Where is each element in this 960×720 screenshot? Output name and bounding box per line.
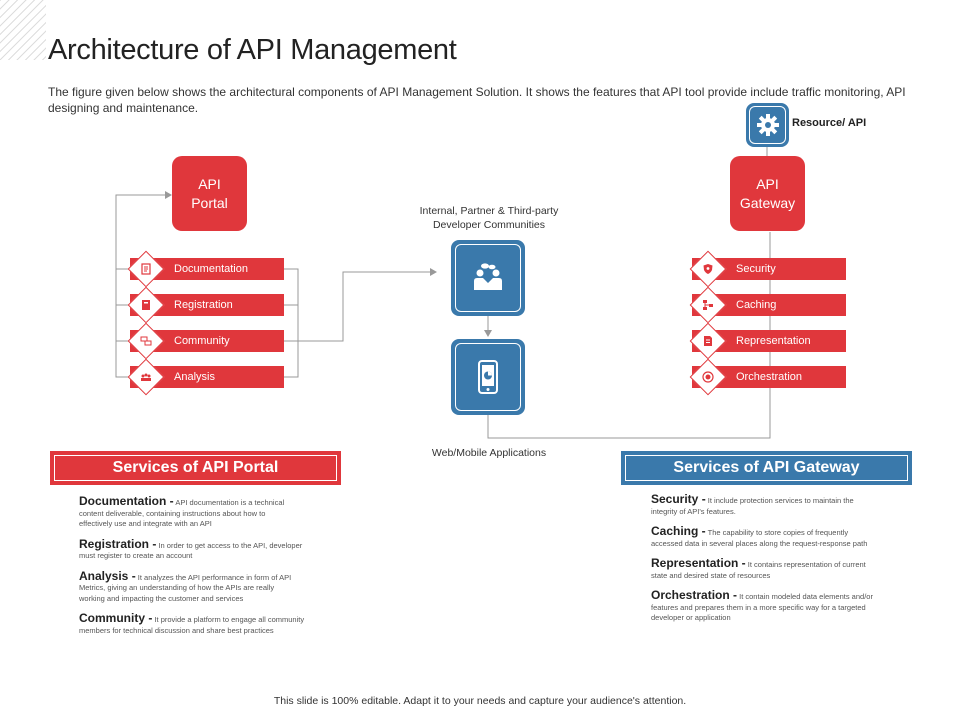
api-gateway-box: API Gateway	[730, 156, 805, 231]
communities-label-1: Internal, Partner & Third-party	[419, 205, 559, 217]
service-desc: It analyzes the API performance in form …	[137, 572, 292, 582]
service-term: Community -	[79, 611, 153, 625]
api-gateway-label-2: Gateway	[739, 194, 796, 211]
shield-icon	[695, 256, 721, 282]
gateway-service-security: Security - It include protection service…	[651, 492, 911, 517]
api-portal-label-1: API	[198, 175, 221, 192]
portal-item-label: Analysis	[174, 371, 215, 383]
service-term: Caching -	[651, 524, 706, 538]
corner-decoration	[0, 0, 46, 60]
api-gateway-label-1: API	[756, 175, 779, 192]
gateway-service-representation: Representation - It contains representat…	[651, 556, 911, 581]
gateway-service-caching: Caching - The capability to store copies…	[651, 524, 911, 549]
service-term: Registration -	[79, 536, 157, 551]
communities-label-2: Developer Communities	[432, 219, 546, 231]
apps-label: Web/Mobile Applications	[431, 447, 547, 459]
apps-box	[451, 339, 525, 415]
service-desc: content deliverable, containing instruct…	[79, 508, 266, 518]
registration-icon	[133, 292, 159, 318]
api-portal-label-2: Portal	[191, 194, 228, 211]
service-desc: integrity of API's features.	[651, 506, 736, 516]
service-desc: Metrics, giving an understanding of how …	[79, 583, 275, 592]
gateway-services-list: Security - It include protection service…	[651, 492, 911, 624]
service-desc: effectively use and integrate with an AP…	[79, 519, 212, 528]
service-term: Analysis -	[79, 568, 136, 583]
gateway-services-heading: Services of API Gateway	[621, 451, 912, 485]
gear-icon	[749, 106, 786, 144]
portal-item-label: Documentation	[174, 263, 248, 275]
handshake-icon	[455, 244, 521, 312]
service-desc: developer or application	[651, 613, 731, 622]
portal-services-heading-text: Services of API Portal	[54, 455, 337, 481]
mobile-icon	[455, 343, 521, 411]
gateway-services-heading-text: Services of API Gateway	[625, 455, 908, 481]
portal-service-documentation: Documentation - API documentation is a t…	[79, 494, 339, 530]
service-desc: The capability to store copies of freque…	[707, 528, 849, 537]
gateway-item-label: Caching	[736, 299, 777, 311]
gateway-item-label: Representation	[736, 335, 811, 347]
service-desc: accessed data in several places along th…	[651, 538, 868, 548]
portal-services-list: Documentation - API documentation is a t…	[79, 494, 339, 636]
service-term: Security -	[651, 492, 706, 506]
communities-label: Internal, Partner & Third-party Develope…	[400, 204, 578, 232]
footer-note: This slide is 100% editable. Adapt it to…	[273, 695, 687, 707]
service-desc: API documentation is a technical	[175, 498, 285, 507]
service-term: Documentation -	[79, 494, 174, 508]
gateway-item-label: Orchestration	[736, 371, 803, 383]
api-portal-box: API Portal	[172, 156, 247, 231]
gateway-item-caching: Caching	[692, 294, 846, 316]
gateway-service-orchestration: Orchestration - It contain modeled data …	[651, 588, 911, 624]
portal-item-registration: Registration	[130, 294, 284, 316]
portal-item-community: Community	[130, 330, 284, 352]
service-desc: It provide a platform to engage all comm…	[154, 615, 305, 624]
resource-label: Resource/ API	[792, 117, 867, 129]
community-icon	[133, 328, 159, 354]
portal-service-registration: Registration - In order to get access to…	[79, 536, 339, 562]
service-desc: features and prepares them in a more spe…	[651, 602, 866, 612]
portal-service-community: Community - It provide a platform to eng…	[79, 611, 339, 636]
portal-item-label: Community	[174, 335, 230, 347]
document-icon	[133, 256, 159, 282]
gateway-item-representation: Representation	[692, 330, 846, 352]
portal-service-analysis: Analysis - It analyzes the API performan…	[79, 568, 339, 605]
service-desc: It contain modeled data elements and/or	[739, 592, 873, 601]
portal-item-label: Registration	[174, 299, 233, 311]
target-icon	[695, 364, 721, 390]
service-desc: must register to create an account	[79, 551, 193, 560]
analysis-icon	[133, 364, 159, 390]
service-desc: working and impacting the customer and s…	[79, 593, 244, 603]
portal-item-analysis: Analysis	[130, 366, 284, 388]
portal-item-documentation: Documentation	[130, 258, 284, 280]
resource-box	[746, 103, 789, 147]
gateway-item-security: Security	[692, 258, 846, 280]
service-desc: state and desired state of resources	[651, 570, 771, 580]
service-desc: members for technical discussion and sha…	[79, 625, 274, 635]
communities-box	[451, 240, 525, 316]
service-desc: In order to get access to the API, devel…	[158, 540, 303, 550]
gateway-item-orchestration: Orchestration	[692, 366, 846, 388]
file-icon	[695, 328, 721, 354]
page-subtitle: The figure given below shows the archite…	[48, 85, 906, 115]
service-term: Representation -	[651, 556, 746, 570]
page-title: Architecture of API Management	[48, 34, 457, 66]
portal-services-heading: Services of API Portal	[50, 451, 341, 485]
network-icon	[695, 292, 721, 318]
service-desc: It contains representation of current	[747, 560, 866, 569]
gateway-item-label: Security	[736, 263, 776, 275]
service-desc: It include protection services to mainta…	[707, 496, 854, 505]
service-term: Orchestration -	[651, 588, 738, 602]
